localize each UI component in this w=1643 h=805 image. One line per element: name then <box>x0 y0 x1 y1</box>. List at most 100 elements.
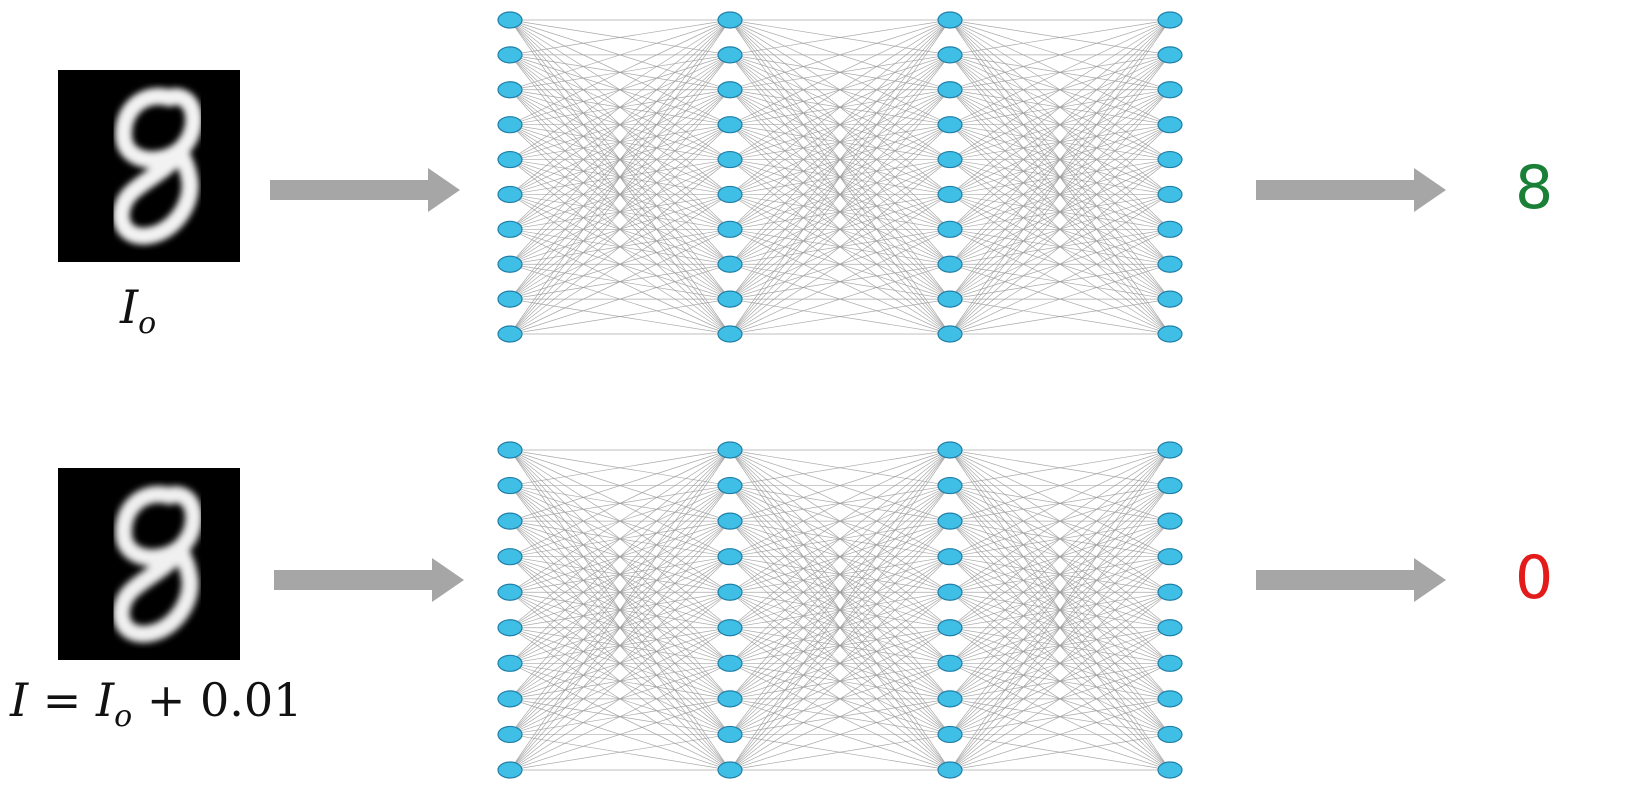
network-edge <box>949 194 1171 335</box>
network-edge <box>509 159 731 335</box>
network-edge <box>729 556 951 771</box>
right-arrow-icon <box>1256 168 1446 212</box>
network-edge <box>729 698 951 771</box>
network-edge <box>949 449 1171 522</box>
network-edge <box>729 229 951 335</box>
network-edge <box>729 449 951 557</box>
network-edge <box>509 449 731 735</box>
network-node <box>717 255 743 273</box>
network-edge <box>729 449 951 664</box>
label-main: I <box>120 280 139 334</box>
network-edge <box>509 19 731 230</box>
network-node <box>1157 725 1183 744</box>
network-node <box>1157 116 1183 134</box>
right-arrow-icon <box>1256 558 1446 602</box>
network-node <box>937 761 963 779</box>
original-input-row: Io 8 <box>0 0 1643 400</box>
network-edge <box>949 556 1171 771</box>
perturbed-input-row: I = Io + 0.01 0 <box>0 420 1643 805</box>
label-main: I = I <box>10 673 115 727</box>
network-edge <box>509 698 731 771</box>
network-edge <box>509 89 731 335</box>
network-node <box>937 619 963 637</box>
network-node <box>717 690 743 708</box>
network-node <box>937 725 963 744</box>
network-edge <box>509 449 731 486</box>
network-edge <box>729 449 951 700</box>
network-edge <box>509 19 731 195</box>
network-edge <box>509 556 731 771</box>
network-edge <box>949 663 1171 771</box>
network-edge <box>509 627 731 771</box>
network-edge <box>949 229 1171 335</box>
network-node <box>1157 150 1183 169</box>
network-edge <box>949 298 1171 335</box>
digit-8-glyph <box>112 87 203 245</box>
neural-network-bottom <box>490 441 1190 779</box>
network-edge <box>729 194 951 335</box>
network-edge <box>729 19 951 335</box>
network-edge <box>949 263 1171 335</box>
network-node <box>717 150 743 169</box>
network-edge <box>729 449 951 486</box>
network-node <box>1157 81 1183 99</box>
network-edge <box>509 19 731 125</box>
network-node <box>1157 185 1183 204</box>
network-edge <box>949 627 1171 771</box>
network-edge <box>949 449 1171 700</box>
network-node <box>717 654 743 672</box>
network-edge <box>949 19 1171 300</box>
network-node <box>1157 46 1183 64</box>
network-node <box>937 583 963 601</box>
network-node <box>717 81 743 99</box>
network-edge <box>949 19 1171 230</box>
network-node <box>717 290 743 308</box>
network-node <box>497 619 523 637</box>
network-edge <box>509 298 731 335</box>
label-subscript: o <box>114 699 133 734</box>
network-edge <box>509 520 731 771</box>
network-edge <box>949 19 1171 265</box>
network-edge <box>729 124 951 335</box>
network-node <box>717 583 743 601</box>
network-node <box>497 81 523 99</box>
network-node <box>937 81 963 99</box>
network-node <box>1157 11 1183 29</box>
network-edge <box>509 591 731 771</box>
network-edge <box>509 54 731 335</box>
network-node <box>497 654 523 672</box>
network-node <box>717 512 743 530</box>
network-edge <box>509 124 731 335</box>
network-node <box>497 255 523 273</box>
network-edge <box>729 734 951 771</box>
network-edge <box>509 19 731 91</box>
network-edge <box>949 591 1171 771</box>
network-node <box>937 116 963 134</box>
network-node <box>1157 583 1183 601</box>
network-edge <box>729 159 951 335</box>
network-edge <box>729 485 951 771</box>
network-node <box>1157 476 1183 495</box>
network-edge <box>949 449 1171 664</box>
network-edge <box>509 263 731 335</box>
network-edge <box>949 734 1171 771</box>
network-node <box>937 290 963 308</box>
network-edge <box>949 449 1171 735</box>
network-node <box>717 619 743 637</box>
network-node <box>717 725 743 744</box>
network-edge <box>509 19 731 160</box>
network-edge <box>949 449 1171 557</box>
network-edge <box>509 485 731 771</box>
network-edge <box>949 19 1171 335</box>
network-edge <box>509 449 731 700</box>
network-node <box>497 325 523 343</box>
network-edge <box>729 19 951 56</box>
network-node <box>717 185 743 204</box>
network-node <box>717 11 743 29</box>
network-edge <box>949 19 1171 56</box>
network-node <box>937 654 963 672</box>
network-edge <box>509 449 731 557</box>
network-edge <box>729 449 951 735</box>
network-edge <box>729 591 951 771</box>
network-node <box>497 583 523 601</box>
